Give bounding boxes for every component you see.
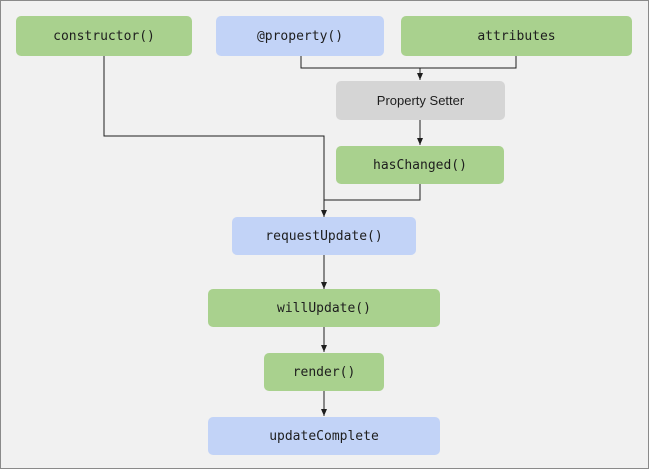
node-property-decorator: @property()	[216, 16, 384, 56]
node-has-changed: hasChanged()	[336, 146, 504, 184]
node-attributes: attributes	[401, 16, 632, 56]
node-update-complete: updateComplete	[208, 417, 440, 455]
node-will-update: willUpdate()	[208, 289, 440, 327]
edge-has-changed-to-request-update	[324, 184, 421, 201]
node-render: render()	[264, 353, 384, 391]
node-property-setter: Property Setter	[336, 81, 505, 120]
node-constructor: constructor()	[16, 16, 192, 56]
edge-property-decorator-to-merge	[300, 56, 517, 69]
node-request-update: requestUpdate()	[232, 217, 416, 255]
edge-constructor-to-request-update	[103, 56, 327, 217]
